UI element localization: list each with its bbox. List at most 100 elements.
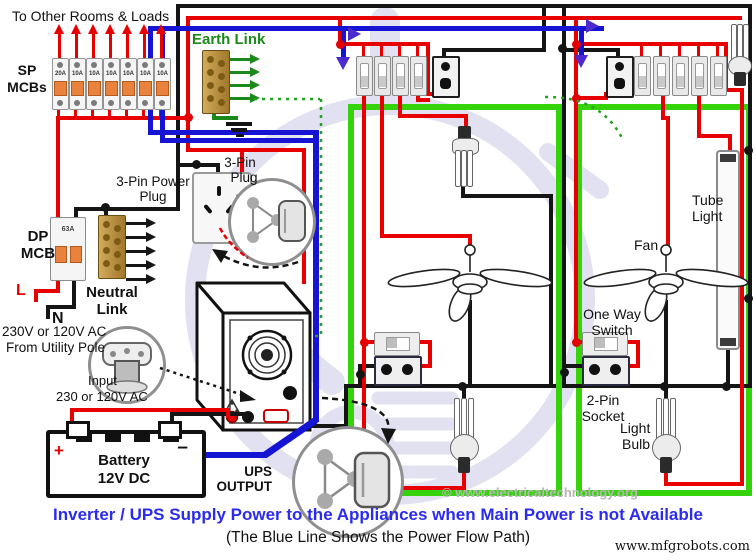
arrow-right-icon	[146, 274, 156, 284]
wire	[564, 364, 584, 368]
wire	[244, 412, 248, 420]
wire	[428, 340, 432, 368]
wire	[468, 300, 472, 388]
wire	[186, 16, 742, 20]
two-pin-socket	[432, 56, 460, 98]
flow-arrow-down-icon	[336, 57, 350, 70]
dp-mcb: 63A	[50, 217, 86, 281]
wire	[344, 384, 348, 428]
wire	[226, 408, 230, 418]
arrow-right-icon	[250, 54, 260, 64]
iec-connector-icon	[102, 342, 152, 394]
wire	[104, 209, 108, 217]
two-pin-socket-label: Socket	[581, 408, 625, 424]
junction-dot	[660, 382, 669, 391]
wire	[108, 106, 111, 118]
wire	[56, 116, 60, 218]
wire	[74, 207, 78, 219]
wire	[716, 44, 719, 56]
plug-icon	[247, 197, 306, 243]
wire	[398, 94, 402, 118]
ups-output-label: OUTPUT	[216, 479, 273, 494]
three-pin-plug-label: Plug	[230, 170, 258, 185]
wire	[380, 234, 472, 238]
wire	[126, 222, 146, 225]
wire	[442, 48, 446, 58]
switch	[691, 56, 708, 96]
wire	[74, 207, 180, 211]
utility-label: 230V or 120V AC	[2, 324, 107, 339]
arrow-right-icon	[146, 260, 156, 270]
wire	[661, 94, 665, 118]
arrow-right-icon	[146, 218, 156, 228]
wire	[170, 412, 174, 426]
flow-wire	[313, 130, 319, 422]
flow-arrow-down-icon	[574, 55, 588, 68]
flow-wire	[160, 138, 318, 143]
fan-label: Fan	[634, 237, 659, 253]
switch	[672, 56, 689, 96]
light-bulb-label: Light	[620, 420, 651, 436]
wire	[240, 150, 244, 174]
one-way-switch	[374, 332, 420, 356]
wire	[212, 110, 216, 120]
tube-light-label: Light	[692, 208, 723, 224]
three-pin-plug-label: 3-Pin	[224, 155, 256, 170]
sp-mcb: 20A	[52, 58, 69, 110]
junction-dot	[336, 40, 345, 49]
wire	[380, 44, 383, 56]
junction-dot	[744, 146, 753, 155]
arrow-right-icon	[146, 232, 156, 242]
wire	[398, 44, 401, 56]
wire	[186, 148, 306, 152]
wire	[616, 48, 620, 58]
diagram-title: Inverter / UPS Supply Power to the Appli…	[53, 505, 703, 524]
cfl-lamp-cap	[734, 72, 746, 86]
arrow-up-icon	[71, 24, 81, 34]
site-credit: www.mfgrobots.com	[614, 539, 750, 554]
dp-mcb-label: MCB	[20, 245, 56, 262]
sp-mcb: 10A	[120, 58, 137, 110]
junction-dot	[101, 203, 110, 212]
junction-dot	[360, 338, 369, 347]
wire	[212, 116, 238, 120]
wire	[230, 58, 250, 61]
wire	[666, 116, 670, 248]
wire	[92, 34, 95, 58]
wire	[338, 42, 430, 46]
three-pin-plug-inset	[228, 178, 316, 266]
switch	[392, 56, 409, 96]
arrow-right-icon	[250, 67, 260, 77]
input-connector-inset	[88, 326, 166, 404]
battery-label: Battery	[98, 452, 150, 469]
wire	[574, 16, 578, 346]
cfl-lamp	[455, 150, 461, 187]
switch	[710, 56, 727, 96]
wire	[664, 482, 744, 486]
wire	[362, 486, 466, 490]
wire	[362, 340, 376, 344]
tube-light	[716, 150, 740, 350]
sp-mcb: 10A	[86, 58, 103, 110]
wire	[230, 97, 250, 100]
wire	[70, 408, 74, 428]
junction-dot	[356, 370, 365, 379]
minus-sign: –	[177, 437, 188, 458]
junction-dot	[744, 294, 753, 303]
earth-link-block	[202, 50, 230, 114]
arrow-up-icon	[139, 24, 149, 34]
wire	[636, 340, 640, 368]
junction-dot	[572, 94, 581, 103]
wire	[176, 4, 752, 8]
flow-wire	[148, 26, 604, 31]
wire	[91, 106, 94, 118]
wire	[216, 163, 220, 174]
junction-dot	[722, 382, 731, 391]
wire	[461, 194, 553, 198]
wire	[126, 264, 146, 267]
socket-pin-slot	[217, 186, 221, 196]
battery-terminal-positive	[66, 421, 90, 439]
wire	[726, 348, 730, 388]
battery-caps	[76, 433, 180, 442]
